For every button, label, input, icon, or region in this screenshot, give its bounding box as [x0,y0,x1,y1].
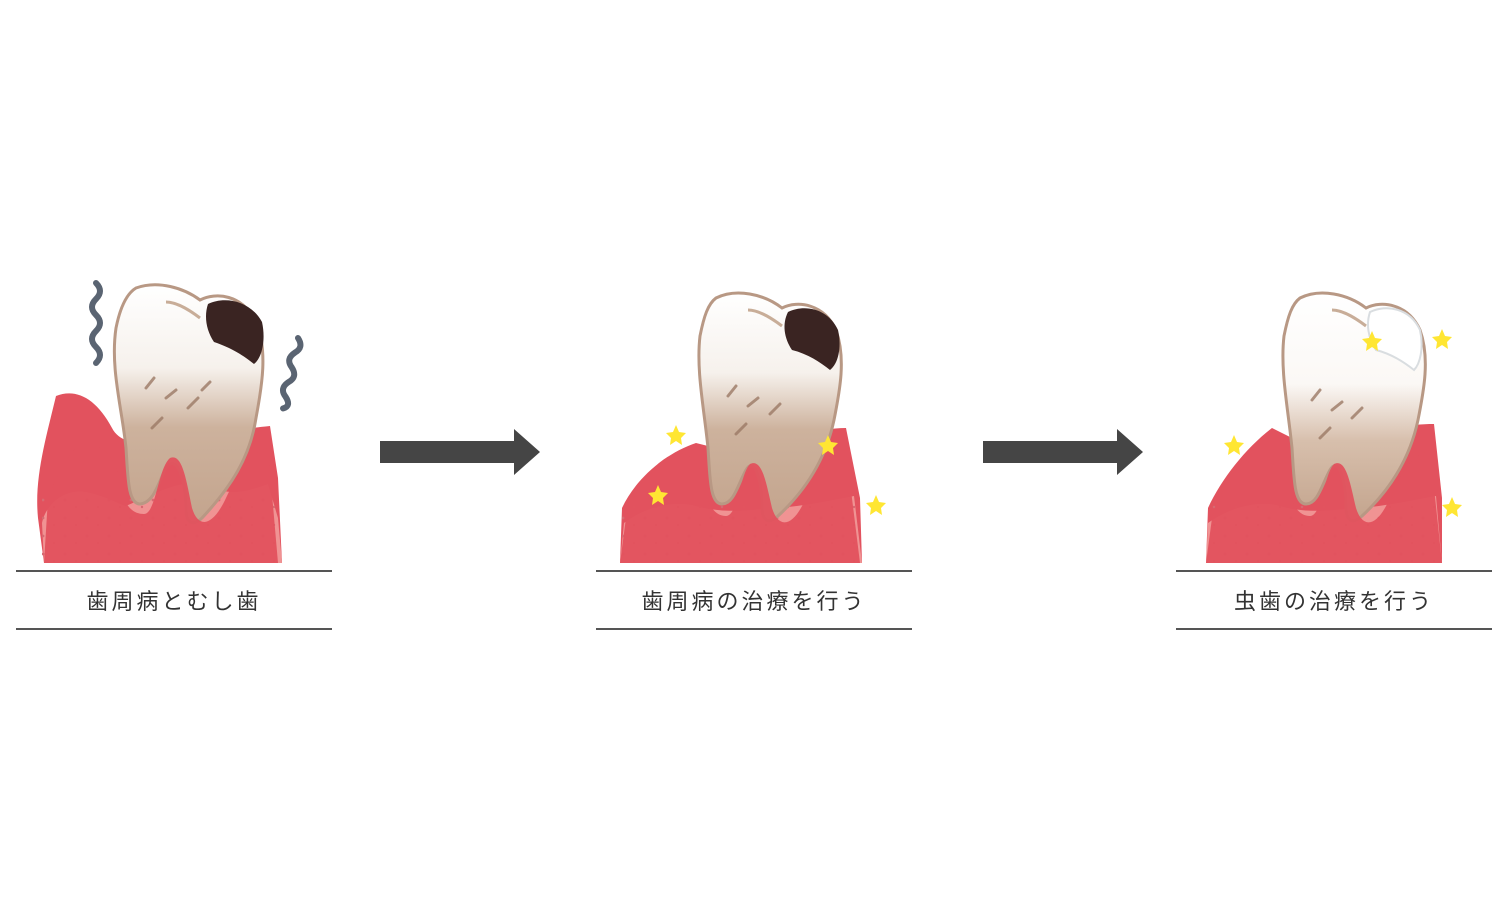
stage-caption: 歯周病とむし歯 [16,570,332,630]
tooth-illustration [37,280,304,563]
stage-caption-text: 虫歯の治療を行う [1233,590,1434,615]
stage-caption-text: 歯周病とむし歯 [86,590,262,615]
tooth-illustration [620,291,886,563]
tooth-illustration [1206,291,1462,563]
shaking-wave-icon [89,280,103,366]
right-arrow-icon [983,429,1143,475]
stage-caption-text: 歯周病の治療を行う [641,590,867,615]
cavity [206,300,264,364]
cavity [784,308,840,370]
gum-front [620,450,860,563]
shaking-wave-icon [279,335,304,412]
gum-front [1206,450,1442,563]
sparkle-icon [1224,329,1462,517]
stage-caption: 虫歯の治療を行う [1176,570,1492,630]
right-arrow-icon [380,429,540,475]
stage-caption: 歯周病の治療を行う [596,570,912,630]
sparkle-icon [648,425,886,515]
gum-front [44,444,278,563]
